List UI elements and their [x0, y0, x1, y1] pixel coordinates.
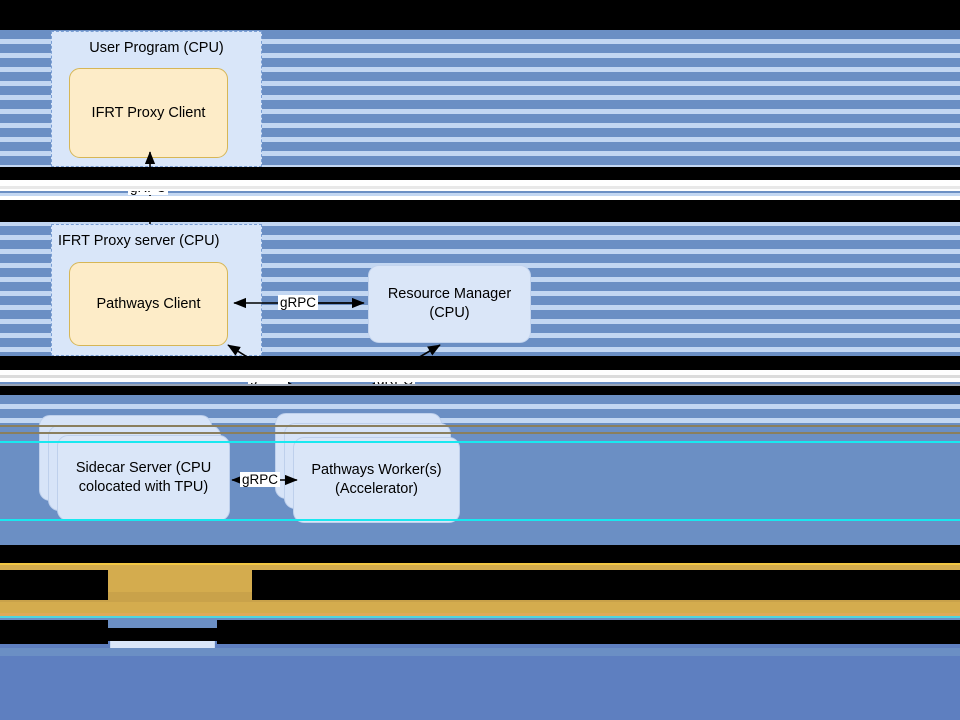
edge-label-pathways-sidecar: gRPC — [248, 370, 289, 385]
node-pathways-client[interactable]: Pathways Client — [69, 262, 228, 346]
edge-label-sidecar-worker: gRPC — [240, 472, 281, 487]
node-resource-manager-label-2: (CPU) — [429, 305, 470, 321]
node-sidecar-server-label-2: colocated with TPU) — [78, 479, 209, 495]
edge-label-client-server: gRPC — [128, 180, 169, 195]
node-resource-manager-label-1: Resource Manager — [387, 285, 512, 302]
node-ifrt-proxy-server-label: IFRT Proxy server (CPU) — [58, 233, 220, 249]
node-pathways-worker-label-2: (Accelerator) — [335, 481, 418, 497]
artifact-occluder-legend-left-2 — [0, 620, 108, 644]
artifact-occluder-legend-1 — [252, 570, 960, 600]
node-resource-manager[interactable]: Resource Manager (CPU) — [368, 265, 531, 343]
node-pathways-worker-label-1: Pathways Worker(s) — [311, 461, 442, 478]
node-sidecar-server[interactable]: Sidecar Server (CPU colocated with TPU) — [57, 435, 230, 521]
edge-label-rm-pathways: gRPC — [278, 295, 319, 310]
artifact-occluder-right-1 — [217, 620, 960, 644]
node-pathways-worker[interactable]: Pathways Worker(s) (Accelerator) — [293, 437, 460, 523]
edge-label-rm-worker: gRPC — [375, 373, 416, 388]
artifact-occluder-legend-left-1 — [0, 570, 108, 600]
node-sidecar-server-label-1: Sidecar Server (CPU — [75, 459, 212, 476]
node-user-program-label: User Program (CPU) — [89, 40, 224, 56]
node-ifrt-proxy-client[interactable]: IFRT Proxy Client — [69, 68, 228, 158]
legend-swatch-component — [110, 563, 215, 602]
